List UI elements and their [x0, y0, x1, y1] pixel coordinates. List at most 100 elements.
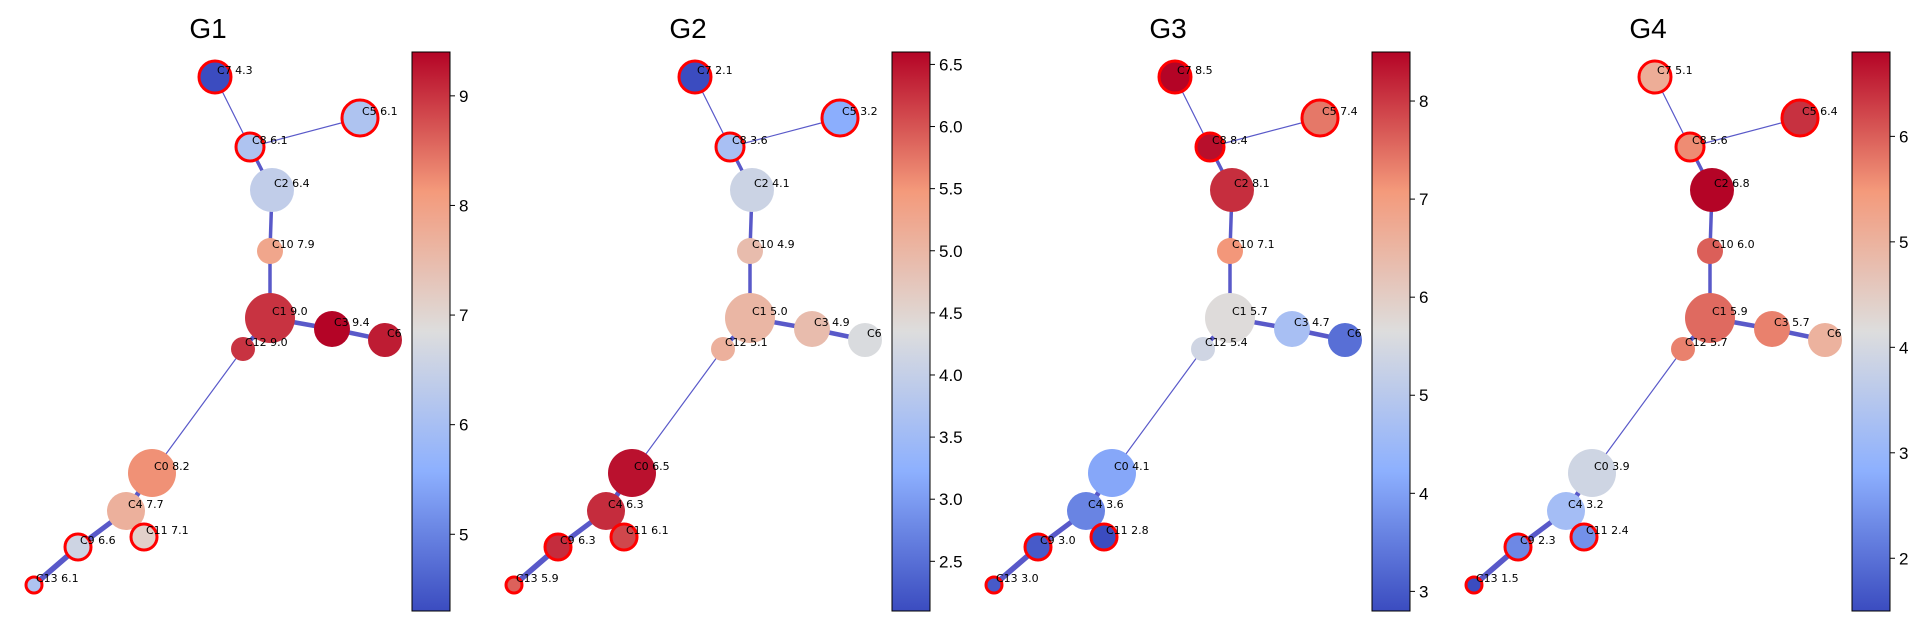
- node-label-C10: C10 7.1: [1232, 238, 1275, 251]
- node-label-C3: C3 4.7: [1294, 316, 1330, 329]
- node-C12: [231, 337, 255, 361]
- node-C4: [1067, 492, 1105, 530]
- node-C1: [725, 293, 775, 343]
- node-label-C11: C11 6.1: [626, 524, 669, 537]
- node-label-C1: C1 9.0: [272, 305, 308, 318]
- node-C2: [1210, 168, 1254, 212]
- node-C7: [197, 59, 233, 95]
- node-C1: [1205, 293, 1255, 343]
- node-label-C5: C5 6.4: [1802, 105, 1838, 118]
- node-C8: [1674, 131, 1706, 163]
- colorbar-tick-label: 5.0: [939, 242, 963, 261]
- colorbar-tick-label: 8: [459, 196, 468, 215]
- node-label-C12: C12 5.4: [1205, 336, 1248, 349]
- node-C7: [1157, 59, 1193, 95]
- node-C13: [504, 575, 524, 595]
- node-label-C1: C1 5.9: [1712, 305, 1748, 318]
- node-label-C8: C8 5.6: [1692, 134, 1728, 147]
- node-C12: [1671, 337, 1695, 361]
- colorbar-tick-label: 3.0: [939, 490, 963, 509]
- node-label-C11: C11 2.4: [1586, 524, 1629, 537]
- node-label-C13: C13 6.1: [36, 572, 79, 585]
- node-label-C2: C2 6.4: [274, 177, 310, 190]
- colorbar-tick-label: 4: [1419, 484, 1428, 503]
- node-label-C8: C8 8.4: [1212, 134, 1248, 147]
- node-label-C9: C9 6.6: [80, 534, 116, 547]
- edge-C12-C0: [1111, 348, 1204, 474]
- node-label-C10: C10 7.9: [272, 238, 315, 251]
- node-C0: [1568, 449, 1616, 497]
- colorbar-tick-label: 5: [1419, 386, 1428, 405]
- node-C3: [794, 311, 830, 347]
- node-label-C13: C13 3.0: [996, 572, 1039, 585]
- node-label-C12: C12 5.7: [1685, 336, 1728, 349]
- colorbar-tick-label: 2: [1899, 549, 1908, 568]
- colorbar-tick-label: 6: [1899, 127, 1908, 146]
- node-C4: [107, 492, 145, 530]
- node-label-C1: C1 5.7: [1232, 305, 1268, 318]
- colorbar-tick-label: 7: [459, 306, 468, 325]
- node-C11: [1089, 522, 1119, 552]
- node-C11: [1569, 522, 1599, 552]
- node-C5: [1780, 98, 1820, 138]
- node-label-C4: C4 3.6: [1088, 498, 1124, 511]
- node-label-C11: C11 7.1: [146, 524, 189, 537]
- node-label-C11: C11 2.8: [1106, 524, 1149, 537]
- node-label-C5: C5 6.1: [362, 105, 398, 118]
- colorbar: 2.53.03.54.04.55.05.56.06.5: [891, 51, 963, 612]
- node-label-C4: C4 7.7: [128, 498, 164, 511]
- colorbar-tick-label: 5: [1899, 233, 1908, 252]
- node-C5: [1300, 98, 1340, 138]
- node-label-C2: C2 6.8: [1714, 177, 1750, 190]
- node-label-C4: C4 3.2: [1568, 498, 1604, 511]
- panel-title: G3: [1149, 13, 1186, 44]
- node-label-C6: C6: [387, 327, 402, 340]
- node-label-C0: C0 6.5: [634, 460, 670, 473]
- colorbar-tick-label: 7: [1419, 190, 1428, 209]
- node-label-C9: C9 6.3: [560, 534, 596, 547]
- node-C3: [1274, 311, 1310, 347]
- node-label-C6: C6: [1827, 327, 1842, 340]
- node-C13: [24, 575, 44, 595]
- node-C2: [250, 168, 294, 212]
- node-C9: [63, 532, 93, 562]
- node-C6: [1328, 323, 1362, 357]
- node-C0: [1088, 449, 1136, 497]
- node-C13: [1464, 575, 1484, 595]
- node-label-C7: C7 5.1: [1657, 64, 1693, 77]
- colorbar-tick-label: 9: [459, 87, 468, 106]
- node-label-C3: C3 5.7: [1774, 316, 1810, 329]
- colorbar-tick-label: 5: [459, 525, 468, 544]
- colorbar-tick-label: 3: [1419, 582, 1428, 601]
- node-label-C0: C0 3.9: [1594, 460, 1630, 473]
- colorbar-tick-label: 8: [1419, 92, 1428, 111]
- node-label-C0: C0 4.1: [1114, 460, 1150, 473]
- node-C11: [129, 522, 159, 552]
- node-label-C0: C0 8.2: [154, 460, 190, 473]
- colorbar-tick-label: 6: [1419, 288, 1428, 307]
- node-label-C3: C3 4.9: [814, 316, 850, 329]
- node-C11: [609, 522, 639, 552]
- node-C2: [730, 168, 774, 212]
- node-label-C7: C7 2.1: [697, 64, 733, 77]
- node-C6: [848, 323, 882, 357]
- colorbar: 3 4 5 6 7 8: [1371, 51, 1428, 612]
- node-C10: [737, 238, 763, 264]
- node-label-C12: C12 5.1: [725, 336, 768, 349]
- nodes: [504, 59, 882, 595]
- colorbar-body: [1371, 51, 1411, 612]
- nodes: [1464, 59, 1842, 595]
- colorbar-tick-label: 2.5: [939, 552, 963, 571]
- colorbar-body: [1851, 51, 1891, 612]
- node-label-C1: C1 5.0: [752, 305, 788, 318]
- node-label-C4: C4 6.3: [608, 498, 644, 511]
- node-label-C6: C6: [867, 327, 882, 340]
